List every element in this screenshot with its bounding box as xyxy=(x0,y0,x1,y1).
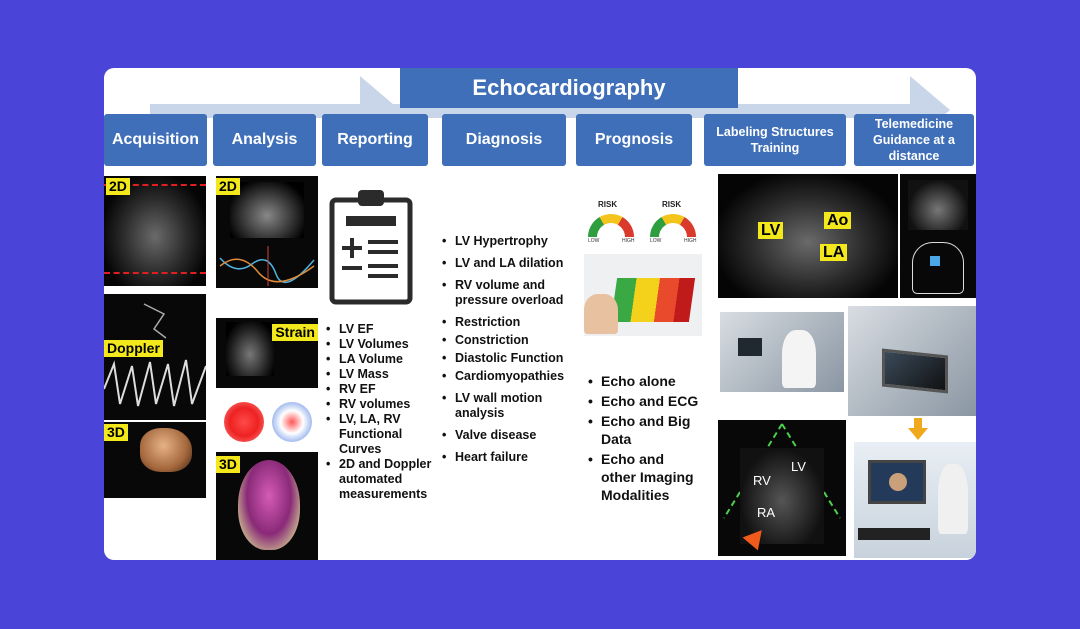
list-item: Diastolic Function xyxy=(442,351,570,366)
list-item: Echo alone xyxy=(588,372,702,390)
list-item: RV volumes xyxy=(326,397,442,412)
strain-curves xyxy=(219,246,315,286)
bullseye-right xyxy=(272,402,312,442)
sonographer-figure xyxy=(782,330,816,388)
analysis-echo-sector xyxy=(230,182,304,238)
list-item: Cardiomyopathies xyxy=(442,369,570,384)
figure-card: Echocardiography Acquisition Analysis Re… xyxy=(104,68,976,560)
strain-echo-view xyxy=(226,322,274,376)
echo-probe-position-image xyxy=(900,174,976,298)
echo-machine-photo xyxy=(848,306,976,416)
prognosis-list: Echo alone Echo and ECG Echo and Big Dat… xyxy=(588,372,702,506)
reporting-list: LV EF LV Volumes LA Volume LV Mass RV EF… xyxy=(326,322,442,502)
list-item: LV, LA, RV Functional Curves xyxy=(326,412,442,457)
list-item: LV Hypertrophy xyxy=(442,234,570,249)
risk-gauge-right-low: LOW xyxy=(650,238,662,244)
down-arrow-icon xyxy=(908,418,928,440)
list-item: Echo and other Imaging Modalities xyxy=(588,450,702,504)
analysis-strain-label: Strain xyxy=(272,324,318,341)
machine-screen xyxy=(882,348,948,394)
analysis-strain-image: Strain xyxy=(216,318,318,388)
acquisition-2d-echo-image: 2D xyxy=(104,176,206,286)
risk-gauge-left-icon xyxy=(588,214,634,237)
list-item: 2D and Doppler automated measurements xyxy=(326,457,442,502)
ra-label: RA xyxy=(757,505,776,520)
list-item: Echo and Big Data xyxy=(588,412,702,448)
list-item: LV and LA dilation xyxy=(442,256,570,271)
list-item: Constriction xyxy=(442,333,570,348)
list-item: Heart failure xyxy=(442,450,570,465)
list-item: RV volume and pressure overload xyxy=(442,278,570,308)
doppler-waveform xyxy=(104,303,206,407)
stage-labeling-training: Labeling Structures Training xyxy=(704,114,846,166)
red-dashed-line-top xyxy=(104,184,206,186)
telemedicine-photo xyxy=(854,442,976,558)
list-item: LV EF xyxy=(326,322,442,337)
diagnosis-list: LV Hypertrophy LV and LA dilation RV vol… xyxy=(442,234,570,465)
list-item: LV Volumes xyxy=(326,337,442,352)
stage-analysis: Analysis xyxy=(213,114,316,166)
analysis-2d-label: 2D xyxy=(216,178,240,195)
risk-matrix xyxy=(610,278,696,322)
diagram-title: Echocardiography xyxy=(400,68,738,108)
four-chamber-view xyxy=(740,448,824,544)
3d-lv-model xyxy=(238,460,300,550)
list-item: LA Volume xyxy=(326,352,442,367)
red-dashed-line-bottom xyxy=(104,272,206,274)
stage-acquisition: Acquisition xyxy=(104,114,207,166)
clipboard-icon xyxy=(329,190,413,305)
rv-label: RV xyxy=(753,473,771,488)
ao-label: Ao xyxy=(824,212,852,229)
sonographer-photo xyxy=(720,312,844,392)
lv-label: LV xyxy=(791,459,806,474)
lv-label: LV xyxy=(758,222,784,239)
list-item: Valve disease xyxy=(442,428,570,443)
risk-gauge-right-icon xyxy=(650,214,696,237)
analysis-2d-image: 2D xyxy=(216,176,318,288)
stage-telemedicine: Telemedicine Guidance at a distance xyxy=(854,114,974,166)
analysis-bullseye-plots xyxy=(216,396,318,448)
risk-gauge-left-label: RISK xyxy=(598,200,618,209)
stage-diagnosis: Diagnosis xyxy=(442,114,566,166)
hand xyxy=(584,294,618,334)
acquisition-doppler-image: Doppler xyxy=(104,294,206,420)
risk-gauge-left-low: LOW xyxy=(588,238,600,244)
mini-echo-view xyxy=(908,180,968,230)
list-item: LV wall motion analysis xyxy=(442,391,570,421)
monitor xyxy=(868,460,926,504)
remote-doctor-face xyxy=(889,473,907,491)
acquisition-2d-label: 2D xyxy=(106,178,130,195)
bullseye-left xyxy=(224,402,264,442)
acquisition-doppler-label: Doppler xyxy=(104,340,163,357)
echo-machine-screen xyxy=(738,338,762,356)
list-item: LV Mass xyxy=(326,367,442,382)
stage-prognosis: Prognosis xyxy=(576,114,692,166)
analysis-3d-image: 3D xyxy=(216,452,318,560)
risk-gauge-right-high: HIGH xyxy=(684,238,697,244)
risk-gauge-right-label: RISK xyxy=(662,200,682,209)
risk-assessment-sheet-image xyxy=(584,254,702,336)
local-clinician xyxy=(938,464,968,534)
probe-marker xyxy=(930,256,940,266)
analysis-3d-label: 3D xyxy=(216,456,240,473)
acquisition-3d-label: 3D xyxy=(104,424,128,441)
3d-heart-render xyxy=(140,428,192,472)
la-label: LA xyxy=(820,244,848,261)
acquisition-3d-image: 3D xyxy=(104,422,206,498)
torso-outline xyxy=(912,242,964,294)
list-item: RV EF xyxy=(326,382,442,397)
four-chamber-echo-image: RV LV RA xyxy=(718,420,846,556)
list-item: Restriction xyxy=(442,315,570,330)
keyboard xyxy=(858,528,930,540)
risk-gauge-left-high: HIGH xyxy=(622,238,635,244)
stage-reporting: Reporting xyxy=(322,114,428,166)
list-item: Echo and ECG xyxy=(588,392,702,410)
labeled-echo-image: LV Ao LA xyxy=(718,174,898,298)
